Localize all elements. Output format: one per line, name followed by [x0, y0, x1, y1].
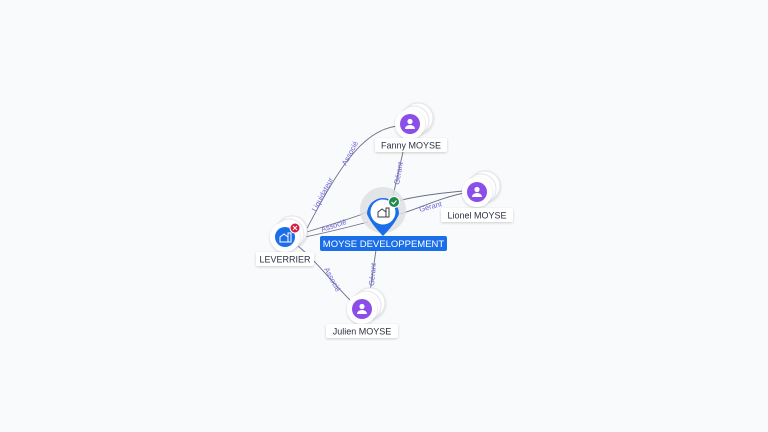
edge-center-leverrier: [299, 221, 369, 239]
node-label: LEVERRIER: [259, 255, 311, 265]
node-label: Fanny MOYSE: [381, 141, 441, 151]
edge-label-gerant-lionel: Gérant: [418, 199, 443, 214]
node-fanny[interactable]: Fanny MOYSE: [375, 102, 447, 152]
node-lionel[interactable]: Lionel MOYSE: [441, 170, 513, 222]
edge-label-associe-fanny: Associé: [340, 140, 360, 167]
node-julien[interactable]: Julien MOYSE: [326, 287, 398, 338]
building-icon: [279, 232, 292, 243]
edge-fanny-center: [392, 151, 404, 197]
node-label: MOYSE DEVELOPPEMENT: [323, 239, 445, 250]
node-label: Lionel MOYSE: [447, 211, 506, 221]
node-label: Julien MOYSE: [333, 327, 392, 337]
edge-fanny-leverrier: [303, 125, 399, 235]
edge-label-associe-center: Associé: [320, 217, 348, 234]
edge-julien-leverrier: [297, 245, 351, 301]
edge-label-associe-julien: Associé: [322, 266, 342, 293]
edge-label-gerant-julien: Gérant: [367, 262, 378, 287]
check-icon: [388, 196, 400, 208]
edge-label-liquidateur: Liquidateur: [310, 176, 336, 213]
edge-julien-center: [369, 249, 377, 293]
edge-label-gerant-fanny: Gérant: [392, 160, 405, 185]
node-leverrier[interactable]: LEVERRIER: [256, 215, 314, 266]
node-center[interactable]: MOYSE DEVELOPPEMENT: [320, 187, 447, 251]
building-icon: [377, 207, 390, 218]
